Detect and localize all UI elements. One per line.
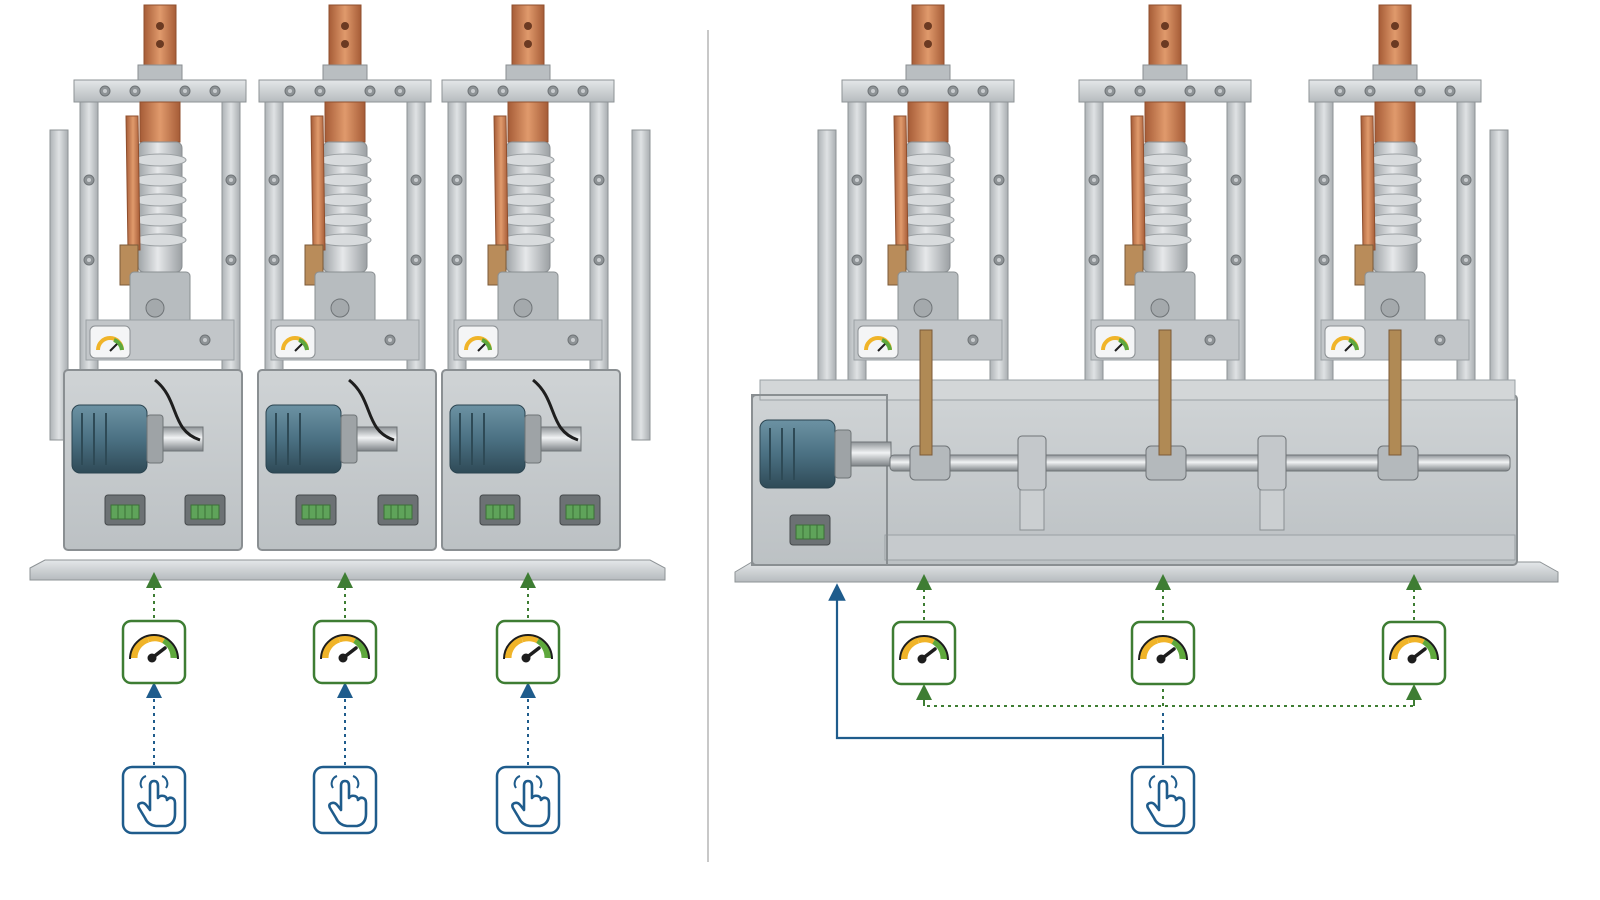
common-drive-trough — [751, 379, 1518, 566]
left-push-button-1[interactable] — [121, 765, 187, 835]
left-push-button-3[interactable] — [495, 765, 561, 835]
individual-drive-assembly — [29, 5, 666, 581]
left-gauge-2 — [314, 621, 376, 683]
gauge-icon — [314, 621, 376, 683]
common-drive-assembly — [734, 5, 1559, 583]
gauge-icon — [497, 621, 559, 683]
right-pole-3 — [1309, 5, 1481, 380]
right-gauge-3 — [1383, 622, 1445, 684]
right-gauge-1 — [893, 622, 955, 684]
hand-pointer-icon — [1130, 765, 1196, 835]
right-pole-1 — [842, 5, 1014, 380]
linkage-rods — [919, 329, 1402, 456]
hand-pointer-icon — [312, 765, 378, 835]
right-pole-2 — [1079, 5, 1251, 380]
gauge-icon — [123, 621, 185, 683]
right-side-bracket-left — [817, 129, 837, 391]
gauge-icon — [1383, 622, 1445, 684]
left-drive-box-3 — [441, 369, 621, 551]
left-base-plate — [29, 559, 666, 581]
left-drive-box-2 — [257, 369, 437, 551]
shaft-bearings — [909, 435, 1419, 531]
hand-pointer-icon — [121, 765, 187, 835]
left-drive-box-1 — [63, 369, 243, 551]
left-gauge-3 — [497, 621, 559, 683]
left-signal-paths — [146, 572, 536, 765]
left-side-bracket-left — [49, 129, 69, 441]
left-pole-3 — [442, 5, 614, 380]
left-gauge-1 — [123, 621, 185, 683]
right-side-bracket-right — [1489, 129, 1509, 391]
right-signal-paths — [828, 574, 1422, 765]
left-pole-2 — [259, 5, 431, 380]
left-push-button-2[interactable] — [312, 765, 378, 835]
left-side-bracket-right — [631, 129, 651, 441]
left-pole-1 — [74, 5, 246, 380]
right-gauge-2 — [1132, 622, 1194, 684]
right-push-button[interactable] — [1130, 765, 1196, 835]
gauge-icon — [893, 622, 955, 684]
hand-pointer-icon — [495, 765, 561, 835]
gauge-icon — [1132, 622, 1194, 684]
